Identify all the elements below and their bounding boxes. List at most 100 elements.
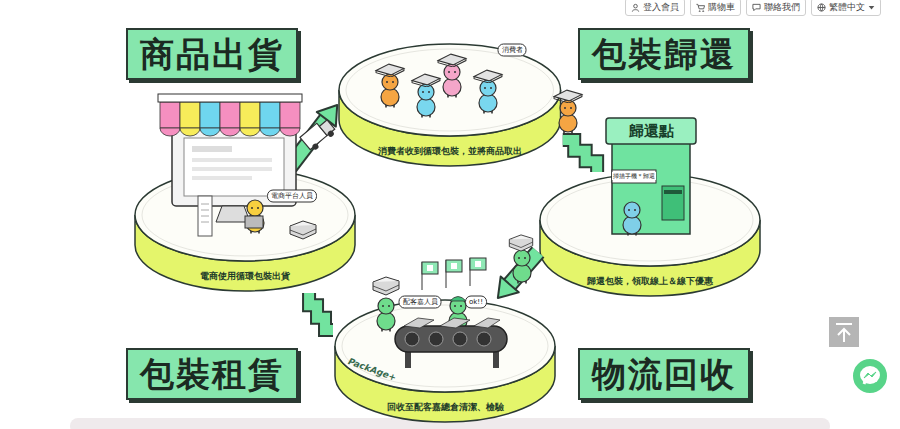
flow-arrow (309, 293, 333, 330)
messenger-button (852, 358, 888, 394)
nav-button: 繁體中文 (811, 0, 881, 16)
courier-figure (509, 235, 532, 284)
nav-icon (817, 3, 826, 12)
stage-caption: 歸還包裝，領取線上＆線下優惠 (587, 275, 713, 287)
shop-awning (240, 102, 260, 128)
nav-button: 登入會員 (625, 0, 685, 16)
shop-monitor (192, 176, 252, 180)
shop-awning (158, 94, 302, 102)
shop-awning (158, 94, 302, 136)
messenger-button (860, 366, 880, 384)
shop-awning (200, 128, 220, 136)
shop-awning (220, 102, 240, 128)
platform-top (335, 300, 555, 392)
shop-awning (160, 102, 180, 128)
shop-monitor (192, 158, 272, 162)
stage-title-box: 包裝租賃 (126, 348, 298, 400)
shop-awning (200, 102, 220, 128)
platform-top (339, 44, 561, 136)
nav-label: 登入會員 (643, 1, 679, 13)
dropdown-caret (869, 6, 875, 10)
stage-title-box: 包裝歸還 (578, 28, 750, 80)
shop-monitor (172, 114, 296, 222)
conveyor-belt (429, 332, 443, 346)
dropdown-caret (868, 4, 875, 11)
messenger-button (864, 379, 866, 384)
shop-awning (240, 128, 260, 136)
consumer-figures (479, 80, 497, 114)
nav-button: 聯絡我們 (746, 0, 806, 16)
flags (475, 261, 481, 267)
shop-awning (160, 128, 180, 136)
nav-icon (753, 4, 760, 10)
nav-icon (696, 3, 705, 12)
shop-awning (220, 128, 240, 136)
kiosk-sign: 歸還點 (629, 122, 674, 140)
messenger-button (864, 372, 876, 378)
nav-label: 繁體中文 (829, 1, 865, 13)
nav-button: 購物車 (690, 0, 741, 16)
stage-title: 包裝租賃 (140, 350, 284, 398)
nav-icon (696, 4, 704, 11)
stage-title-box: 物流回收 (578, 348, 750, 400)
nav-icon (752, 3, 761, 12)
shop-monitor (192, 146, 232, 152)
stage-platform: 回收至配客嘉總倉清潔、檢驗 (333, 298, 557, 424)
carrier-figure (377, 298, 395, 332)
platform-rim (342, 305, 548, 387)
conveyor-belt (453, 332, 467, 346)
stage-caption: 電商使用循環包裝出貨 (200, 270, 290, 282)
platform-top (540, 174, 760, 266)
stage-caption: 回收至配客嘉總倉清潔、檢驗 (387, 401, 504, 413)
returner-figure (623, 202, 641, 236)
consumer-figures (443, 64, 461, 98)
stage-title: 商品出貨 (140, 30, 284, 78)
flow-arrow (309, 293, 333, 330)
stage-caption: 消費者收到循環包裝，並將商品取出 (378, 145, 522, 157)
seller-figure (245, 216, 263, 228)
delivery-truck (327, 129, 335, 137)
stage-title: 物流回收 (592, 350, 736, 398)
speech-bubble: 配客嘉人員 (399, 296, 442, 309)
platform-rim (346, 49, 554, 131)
flow-arrow (563, 140, 597, 172)
nav-icon (632, 4, 638, 11)
receipt (198, 196, 212, 236)
walker-figure (559, 100, 577, 134)
messenger-button (852, 358, 888, 394)
returner-figure (623, 202, 641, 236)
shop-awning (180, 102, 200, 128)
seller-figure (246, 200, 264, 234)
shop-awning (260, 102, 280, 128)
flags (451, 263, 457, 269)
return-kiosk (662, 186, 684, 220)
nav-label: 聯絡我們 (764, 1, 800, 13)
flags (422, 258, 486, 290)
stage-title: 包裝歸還 (592, 30, 736, 78)
consumer-figures (417, 84, 435, 118)
shop-awning (180, 128, 200, 136)
courier-figure (513, 250, 531, 284)
shop-awning (280, 102, 300, 128)
conveyor-belt (477, 332, 491, 346)
flags (446, 260, 462, 272)
shop-monitor (192, 167, 272, 171)
stage-title-box: 商品出貨 (126, 28, 298, 80)
receipt (201, 204, 209, 222)
flow-arrow (309, 293, 333, 330)
shop-monitor (184, 138, 284, 196)
shop-awning (280, 128, 300, 136)
nav-label: 購物車 (708, 1, 735, 13)
return-kiosk (606, 118, 696, 234)
return-kiosk (612, 170, 656, 183)
back-to-top-button (829, 317, 859, 347)
worker-figure (450, 297, 466, 302)
platform-rim (547, 179, 753, 261)
speech-bubble: 電商平台人員 (267, 190, 317, 203)
conveyor-belt (395, 326, 507, 352)
flow-arrow (563, 140, 597, 172)
nav-icon (631, 3, 640, 12)
platform-top (135, 169, 355, 261)
kiosk-screen-text: 掃描手機＊歸還 (612, 172, 656, 180)
